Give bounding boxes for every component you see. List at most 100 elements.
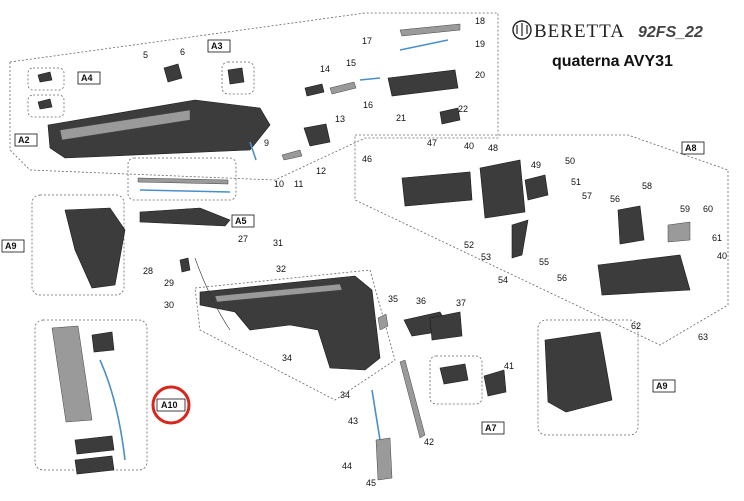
sight-a4: [37, 71, 53, 83]
label-a4: A4: [81, 73, 93, 83]
grip-left-outline: [31, 194, 125, 296]
part-27: [139, 207, 231, 227]
callout-32: 32: [276, 264, 286, 274]
slide-group-outline: [9, 12, 499, 181]
callout-55: 55: [539, 257, 549, 267]
callout-49: 49: [531, 160, 541, 170]
part-35: [377, 313, 389, 331]
callout-12: 12: [316, 166, 326, 176]
callout-14: 14: [320, 64, 330, 74]
callout-54: 54: [498, 275, 508, 285]
callout-numbers: 5 6 14 15 16 17 18 19 20 21 22 13 9 10 1…: [143, 16, 727, 488]
callout-31: 31: [273, 238, 283, 248]
callout-63: 63: [698, 332, 708, 342]
callout-41: 41: [504, 361, 514, 371]
callout-52: 52: [464, 240, 474, 250]
callout-56a: 56: [557, 273, 567, 283]
callout-58: 58: [642, 181, 652, 191]
part-16-spring: [359, 77, 381, 81]
callout-9: 9: [264, 138, 269, 148]
callout-61: 61: [712, 233, 722, 243]
part-14: [304, 83, 325, 97]
subassembly-labels: A3 A4 A2 A5 A8 A9 A9 A7 A10: [1, 39, 705, 435]
a3-outline: [221, 61, 255, 95]
magazine-floor: [74, 455, 115, 475]
part-43-spring: [371, 389, 381, 441]
callout-53: 53: [481, 252, 491, 262]
magazine-follower: [91, 331, 115, 353]
trident-logo-icon: [512, 20, 532, 40]
frame-rail: [214, 283, 343, 303]
label-a2: A2: [18, 135, 30, 145]
a7-outline: [429, 355, 483, 405]
frame-outline: [194, 269, 396, 401]
part-9-spring: [249, 141, 257, 161]
label-a5: A5: [235, 216, 247, 226]
callout-13: 13: [335, 114, 345, 124]
frame-parts-group-outline: [354, 134, 729, 346]
part-61: [597, 254, 691, 296]
right-grip: [544, 331, 613, 413]
slide-body: [47, 99, 271, 159]
part-48: [479, 159, 526, 219]
part-13: [303, 123, 331, 147]
part-30-bar: [194, 257, 231, 331]
callout-36: 36: [416, 296, 426, 306]
callout-44: 44: [342, 461, 352, 471]
left-grip: [64, 207, 126, 289]
frame-part: [199, 275, 381, 371]
sight-a2: [37, 98, 53, 110]
part-20-block: [387, 69, 459, 97]
callout-42: 42: [424, 437, 434, 447]
callout-56b: 56: [610, 194, 620, 204]
callout-15: 15: [346, 58, 356, 68]
callout-59: 59: [680, 204, 690, 214]
part-19-spring: [399, 39, 449, 51]
part-37: [429, 311, 463, 341]
slide-part: [47, 99, 271, 159]
part-a3: [227, 67, 245, 85]
callout-17: 17: [362, 36, 372, 46]
callout-62: 62: [631, 321, 641, 331]
callout-46: 46: [362, 154, 372, 164]
a2-outline: [27, 94, 65, 118]
callout-28: 28: [143, 266, 153, 276]
callout-51: 51: [571, 177, 581, 187]
callout-29: 29: [164, 278, 174, 288]
callout-50: 50: [565, 156, 575, 166]
callout-35: 35: [388, 294, 398, 304]
label-a10: A10: [161, 400, 178, 410]
callout-57: 57: [582, 191, 592, 201]
a5-outline: [127, 157, 237, 201]
callout-22: 22: [458, 104, 468, 114]
highlight-circle: [151, 385, 191, 425]
part-47-block: [401, 171, 473, 207]
callout-40b: 40: [717, 251, 727, 261]
callout-27: 27: [238, 234, 248, 244]
label-a7: A7: [485, 423, 497, 433]
callout-45: 45: [366, 478, 376, 488]
callout-16: 16: [363, 100, 373, 110]
model-name: 92FS_22: [638, 24, 703, 41]
grip-right-outline: [537, 319, 639, 436]
part-15: [329, 81, 357, 95]
callout-34b: 34: [340, 390, 350, 400]
callout-47: 47: [427, 138, 437, 148]
part-22: [439, 107, 461, 125]
slide-rail: [59, 109, 191, 141]
callout-48: 48: [488, 143, 498, 153]
part-58: [617, 205, 645, 245]
recoil-spring: [139, 189, 231, 193]
brand-logo: BERETTA 92FS_22 quaterna AVY31: [512, 20, 703, 70]
part-11: [281, 149, 303, 161]
part-6: [163, 63, 183, 83]
subtitle: quaterna AVY31: [552, 53, 673, 70]
callout-21: 21: [396, 113, 406, 123]
brand-name: BERETTA: [534, 21, 625, 42]
magazine-spring: [99, 359, 126, 461]
callout-19: 19: [475, 39, 485, 49]
part-42: [399, 359, 426, 439]
magazine-body: [51, 325, 93, 423]
